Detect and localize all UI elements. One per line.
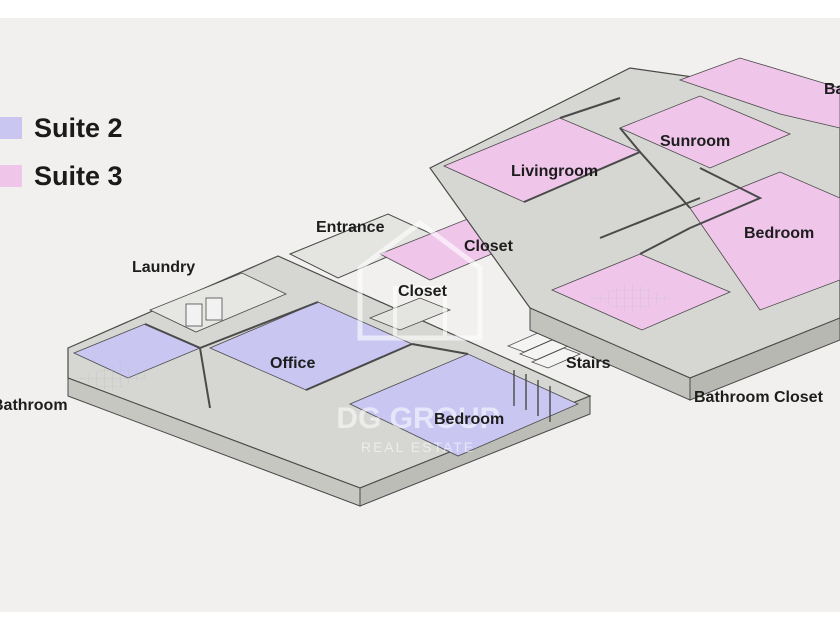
legend: Suite 2 Suite 3 [0,104,123,200]
room-label-bathroom-left: Bathroom [0,397,68,414]
room-label-stairs: Stairs [566,355,611,372]
legend-item-suite-3: Suite 3 [0,152,123,200]
floor-plan-drawing: DG GROUP REAL ESTATE Bathroom Laundry Of… [0,57,840,507]
room-label-bathroom-closet: Bathroom Closet [694,389,824,406]
room-label-bedroom-suite2: Bedroom [434,411,504,428]
watermark-subtitle: REAL ESTATE [361,439,475,455]
floor-plan-frame: DG GROUP REAL ESTATE Bathroom Laundry Of… [0,18,840,612]
room-label-sunroom: Sunroom [660,133,730,150]
watermark-brand: DG GROUP [336,402,499,435]
legend-swatch-suite-3 [0,165,22,187]
room-label-closet-upper: Closet [464,238,514,255]
watermark [357,219,483,341]
room-label-office: Office [270,355,315,372]
suite-2-block [67,255,592,507]
legend-label-suite-2: Suite 2 [34,112,123,143]
room-label-laundry: Laundry [132,259,195,276]
bedroom-suite3-floor [689,171,840,311]
legend-swatch-suite-2 [0,117,22,139]
legend-label-suite-3: Suite 3 [34,160,123,191]
suite-3-block [429,57,840,401]
room-label-livingroom: Livingroom [511,163,598,180]
legend-item-suite-2: Suite 2 [0,104,123,152]
bedroom-suite2-floor [349,353,579,457]
sunroom-floor [618,95,792,169]
bathroom-top-right-floor [678,57,840,129]
stairs-steps [506,331,582,369]
room-label-bathroom-top-right: Ba [824,81,840,98]
room-label-entrance: Entrance [316,219,385,236]
room-label-bedroom-suite3: Bedroom [744,225,814,242]
room-label-closet-lower: Closet [398,283,448,300]
